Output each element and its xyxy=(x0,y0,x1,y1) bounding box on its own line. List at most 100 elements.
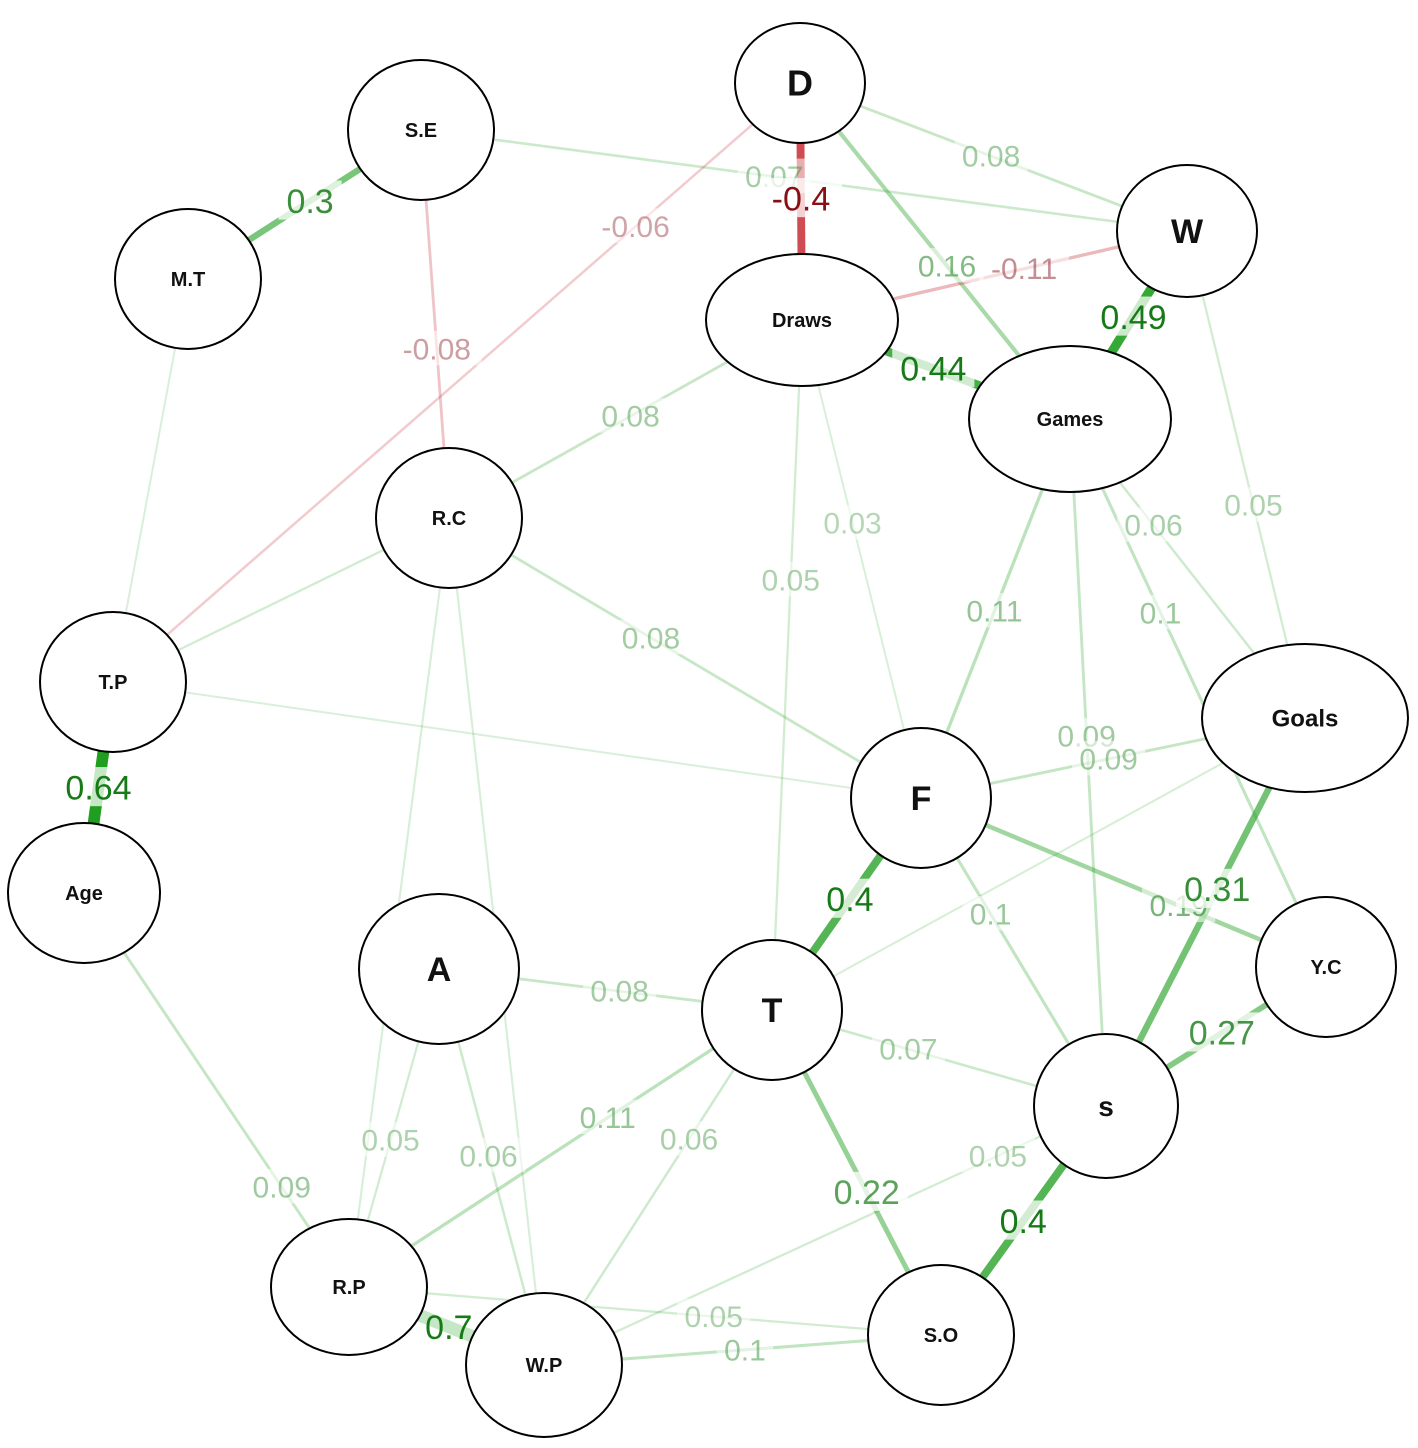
edge-label-bg xyxy=(716,1331,774,1367)
edge-label-bg xyxy=(571,1099,645,1135)
edge-label-bg xyxy=(1092,296,1175,336)
edge-label-t-r-p: 0.11 xyxy=(580,1102,636,1135)
node-circle xyxy=(7,822,161,964)
edge-label-games-f: 0.11 xyxy=(966,596,1022,629)
edge-label-w-goals: 0.05 xyxy=(1224,490,1282,523)
edge-label-y-c-s: 0.27 xyxy=(1189,1015,1255,1053)
edge-label-t-s: 0.07 xyxy=(879,1034,937,1067)
node-label: Y.C xyxy=(1310,957,1341,979)
node-y-c: Y.C xyxy=(1255,896,1397,1038)
edge-label-a-w-p: 0.06 xyxy=(459,1140,517,1173)
edge-label-f-t: 0.4 xyxy=(826,881,873,919)
edge-label-bg xyxy=(957,593,1032,628)
edge-label-bg xyxy=(962,895,1019,931)
edge-label-d-games: 0.16 xyxy=(918,251,976,284)
edge-label-bg xyxy=(759,178,843,218)
edge-label-bg xyxy=(871,1031,946,1066)
node-circle xyxy=(701,939,843,1081)
edge-goals-t xyxy=(832,761,1224,978)
edge-label-t-w-p: 0.06 xyxy=(660,1124,718,1157)
node-f: F xyxy=(850,727,992,869)
node-r-p: R.P xyxy=(270,1218,428,1356)
edge-label-r-c-f: 0.08 xyxy=(622,622,680,655)
node-label: S.E xyxy=(405,120,437,142)
edge-label-s-e-m-t: 0.3 xyxy=(286,183,333,221)
node-label: Age xyxy=(65,883,103,905)
edge-label-bg xyxy=(590,208,681,243)
edge-label-bg xyxy=(583,973,657,1008)
edge-r-p-s-o xyxy=(426,1292,869,1331)
node-label: s xyxy=(1098,1091,1114,1122)
edge-label-d-w: 0.08 xyxy=(962,141,1020,174)
edge-label-s-w-p: 0.05 xyxy=(969,1140,1027,1173)
node-games: Games xyxy=(968,345,1172,493)
edge-label-bg xyxy=(57,767,140,807)
node-goals: Goals xyxy=(1201,643,1409,793)
node-circle xyxy=(39,611,187,753)
node-label: R.P xyxy=(332,1277,365,1299)
edge-label-goals-s: 0.31 xyxy=(1184,871,1250,909)
edge-label-bg xyxy=(593,398,668,433)
edge-label-bg xyxy=(278,180,342,220)
node-s-e: S.E xyxy=(347,59,495,201)
edge-t-w-p xyxy=(582,1068,736,1304)
edge-label-bg xyxy=(1176,868,1259,908)
edge-label-bg xyxy=(614,619,688,655)
node-t-p: T.P xyxy=(39,611,187,753)
edge-label-t-s-o: 0.22 xyxy=(834,1174,900,1212)
node-circle xyxy=(1033,1033,1179,1179)
edge-label-bg xyxy=(961,1137,1035,1173)
edge-label-bg xyxy=(677,1298,751,1334)
nodes-layer: DS.EWM.TDrawsGamesR.CT.PGoalsFAgeY.CATsR… xyxy=(7,22,1409,1438)
node-circle xyxy=(270,1218,428,1356)
edge-label-t-p-age: 0.64 xyxy=(65,769,131,807)
edge-label-r-p-w-p: 0.7 xyxy=(425,1309,472,1347)
edge-label-f-goals: 0.09 xyxy=(1079,743,1137,776)
edge-label-bg xyxy=(417,1306,481,1346)
edge-label-draws-w: -0.11 xyxy=(991,253,1057,286)
edge-label-bg xyxy=(1072,740,1146,776)
node-d: D xyxy=(734,22,866,144)
edge-s-e-r-c xyxy=(424,199,446,449)
edge-label-draws-r-c: 0.08 xyxy=(601,401,659,434)
node-label: R.C xyxy=(432,508,466,530)
node-circle xyxy=(1116,164,1258,298)
edge-label-bg xyxy=(1216,487,1291,522)
edge-label-w-games: 0.49 xyxy=(1100,299,1166,337)
node-label: T.P xyxy=(99,672,128,694)
edge-w-goals xyxy=(1201,295,1289,646)
edge-label-bg xyxy=(825,1171,908,1211)
node-age: Age xyxy=(7,822,161,964)
node-label: D xyxy=(787,63,813,104)
edge-label-bg xyxy=(910,248,984,283)
edge-label-r-p-s-o: 0.05 xyxy=(685,1301,743,1334)
node-circle xyxy=(114,208,262,350)
node-label: F xyxy=(911,780,932,818)
node-circle xyxy=(465,1292,623,1438)
node-circle xyxy=(1255,896,1397,1038)
edge-f-y-c xyxy=(984,822,1263,943)
edge-label-bg xyxy=(451,1137,526,1173)
edge-label-games-goals: 0.06 xyxy=(1124,510,1182,543)
node-label: T xyxy=(762,992,783,1030)
edge-label-bg xyxy=(754,561,828,597)
edge-draws-f xyxy=(817,384,906,731)
node-circle xyxy=(1201,643,1409,793)
node-circle xyxy=(850,727,992,869)
edge-label-bg xyxy=(818,878,882,918)
edge-label-bg xyxy=(353,1122,428,1157)
node-s-o: S.O xyxy=(867,1264,1015,1406)
node-label: W.P xyxy=(526,1355,563,1377)
edge-label-age-r-p: 0.09 xyxy=(253,1171,311,1204)
edge-games-y-c xyxy=(1100,487,1298,905)
node-w-p: W.P xyxy=(465,1292,623,1438)
edge-t-r-p xyxy=(410,1046,715,1248)
node-label: A xyxy=(427,951,452,989)
node-r-c: R.C xyxy=(375,447,523,589)
edge-label-bg xyxy=(1116,507,1191,542)
edge-label-bg xyxy=(892,348,975,388)
edge-label-draws-games: 0.44 xyxy=(900,350,966,388)
edge-label-draws-t: 0.05 xyxy=(762,564,820,597)
edge-labels-layer: 0.30.07-0.08-0.40.080.16-0.06-0.110.440.… xyxy=(57,138,1291,1367)
